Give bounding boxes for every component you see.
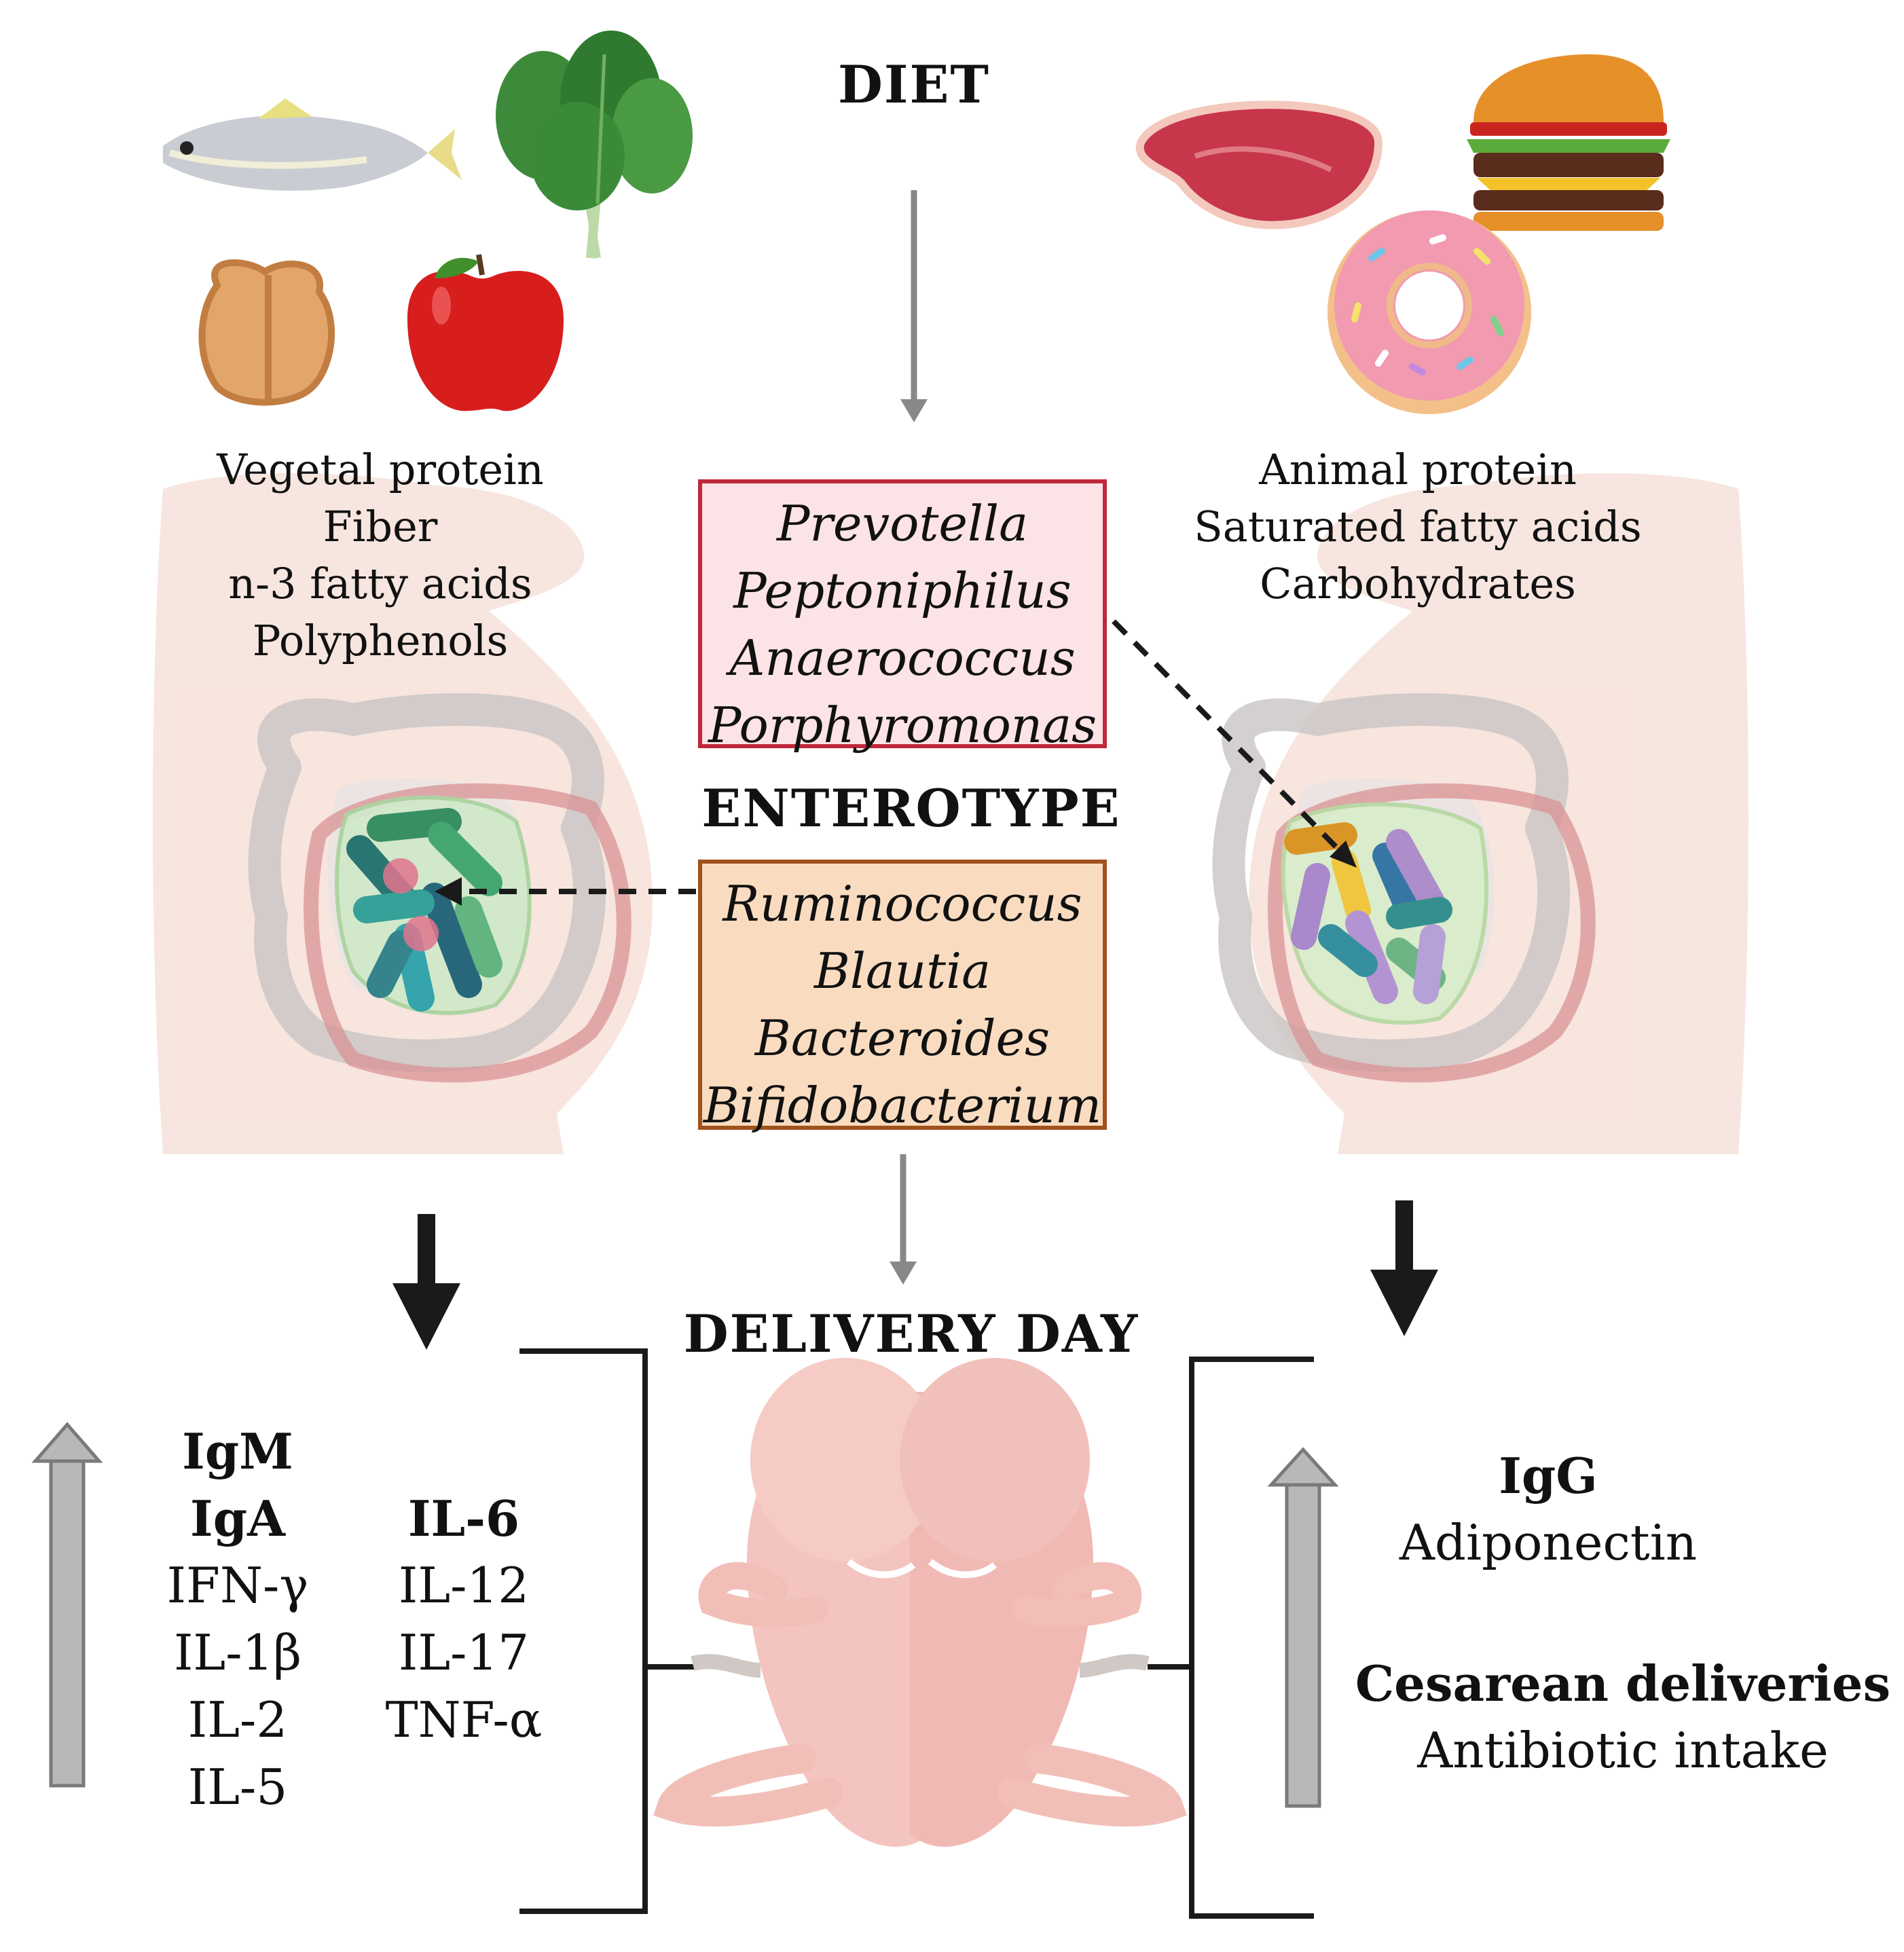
right-outcomes-group2: Cesarean deliveries Antibiotic intake — [1355, 1650, 1890, 1784]
nutrient-item: Saturated fatty acids — [1194, 502, 1642, 551]
left-dashed-arrow — [435, 877, 696, 906]
nutrient-item: Fiber — [323, 502, 438, 551]
genus-item: Peptoniphilus — [733, 562, 1072, 619]
outcome-item: Adiponectin — [1399, 1514, 1698, 1571]
outcome-item: Antibiotic intake — [1417, 1722, 1829, 1779]
nutrient-item: n-3 fatty acids — [228, 559, 532, 608]
right-dashed-arrow — [1112, 619, 1357, 868]
left-down-arrow — [392, 1214, 460, 1350]
genus-list: Prevotella Peptoniphilus Anaerococcus Po… — [702, 490, 1103, 759]
right-bracket — [1148, 1357, 1314, 1919]
left-up-arrow — [31, 1422, 103, 1788]
outcome-item: IL-5 — [187, 1758, 288, 1816]
right-nutrient-list: Animal protein Saturated fatty acids Car… — [1194, 441, 1641, 612]
outcome-item: IL-6 — [407, 1490, 520, 1547]
outcome-item: IgM — [182, 1422, 293, 1480]
nutrient-item: Carbohydrates — [1260, 559, 1576, 608]
walnut-icon — [198, 259, 335, 406]
diet-heading: DIET — [838, 54, 990, 115]
genus-list: Ruminococcus Blautia Bacteroides Bifidob… — [702, 870, 1103, 1139]
outcome-item: IFN-γ — [166, 1557, 309, 1614]
outcome-item: IL-2 — [187, 1691, 288, 1748]
left-outcomes-col1: IgM IgA IFN-γ IL-1β IL-2 IL-5 — [167, 1418, 309, 1821]
burger-icon — [1467, 54, 1670, 231]
outcome-item: IL-1β — [173, 1624, 302, 1681]
right-pregnant-silhouette — [1212, 473, 1749, 1154]
nutrient-item: Polyphenols — [252, 616, 509, 665]
right-down-arrow — [1370, 1200, 1438, 1336]
genus-item: Bacteroides — [754, 1010, 1050, 1067]
delivery-day-heading: DELIVERY DAY — [683, 1304, 1139, 1364]
left-outcomes-col2: IL-6 IL-12 IL-17 TNF-α — [386, 1485, 543, 1754]
outcome-item: IL-12 — [398, 1557, 530, 1614]
outcome-item: IL-17 — [398, 1624, 530, 1681]
twin-fetuses-illustration — [653, 1358, 1187, 1847]
left-nutrient-list: Vegetal protein Fiber n-3 fatty acids Po… — [217, 441, 544, 669]
genus-item: Blautia — [813, 942, 991, 999]
right-outcomes-group1: IgG Adiponectin — [1399, 1442, 1697, 1577]
genus-item: Porphyromonas — [708, 697, 1097, 754]
nutrient-item: Vegetal protein — [217, 445, 544, 494]
steak-icon — [1135, 100, 1383, 229]
nutrient-item: Animal protein — [1259, 445, 1577, 494]
left-bracket — [519, 1348, 699, 1914]
genus-item: Anaerococcus — [729, 629, 1076, 686]
left-pregnant-silhouette — [153, 473, 653, 1154]
enterotype-heading: ENTEROTYPE — [701, 778, 1121, 839]
genus-item: Ruminococcus — [722, 875, 1082, 932]
right-up-arrow — [1267, 1447, 1339, 1808]
enterotype-to-delivery-arrow — [890, 1154, 917, 1285]
apple-icon — [407, 254, 564, 411]
genus-item: Bifidobacterium — [703, 1077, 1102, 1134]
outcome-item: IgG — [1499, 1447, 1598, 1505]
enterotype-bottom-box: Ruminococcus Blautia Bacteroides Bifidob… — [698, 860, 1107, 1134]
enterotype-top-box: Prevotella Peptoniphilus Anaerococcus Po… — [698, 479, 1107, 754]
spinach-icon — [496, 31, 693, 259]
outcome-item: TNF-α — [385, 1691, 543, 1748]
outcome-item: Cesarean deliveries — [1355, 1655, 1891, 1712]
outcome-item: IgA — [190, 1490, 285, 1547]
genus-item: Prevotella — [776, 495, 1029, 552]
fish-icon — [163, 98, 462, 191]
diet-arrow — [900, 190, 928, 422]
donut-icon — [1328, 210, 1531, 414]
